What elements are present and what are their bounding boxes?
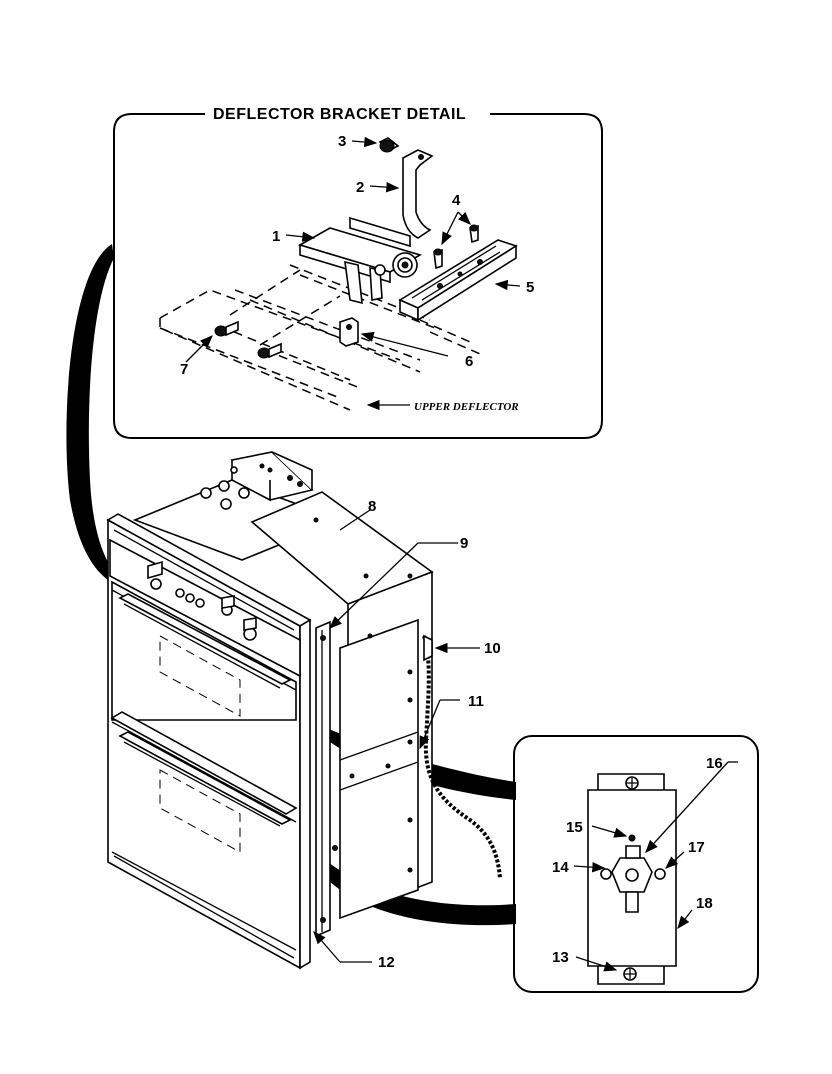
part-5-rail bbox=[398, 239, 518, 322]
callout-7: 7 bbox=[180, 361, 188, 378]
callout-17: 17 bbox=[688, 839, 705, 856]
callout-5: 5 bbox=[526, 279, 534, 296]
part-7-screws bbox=[214, 320, 282, 359]
switch-detail-box bbox=[513, 735, 759, 993]
callout-9: 9 bbox=[460, 535, 468, 552]
wall-oven-illustration bbox=[106, 451, 502, 970]
callout-15: 15 bbox=[566, 819, 583, 836]
callout-4: 4 bbox=[452, 192, 461, 209]
part-2-strap bbox=[402, 149, 434, 239]
part-6-clip bbox=[339, 317, 359, 347]
callout-2: 2 bbox=[356, 179, 364, 196]
callout-13: 13 bbox=[552, 949, 569, 966]
callout-1: 1 bbox=[272, 228, 280, 245]
part-4-screws bbox=[433, 224, 479, 270]
part-1-bracket bbox=[297, 216, 423, 305]
callout-6: 6 bbox=[465, 353, 473, 370]
part-3-screw bbox=[378, 137, 400, 153]
callout-8: 8 bbox=[368, 498, 376, 515]
deflector-bracket-detail-box: DEFLECTOR BRACKET DETAIL bbox=[113, 106, 603, 439]
upper-deflector-label: UPPER DEFLECTOR bbox=[414, 401, 519, 413]
callout-14: 14 bbox=[552, 859, 569, 876]
callout-16: 16 bbox=[706, 755, 723, 772]
callout-11: 11 bbox=[468, 693, 484, 710]
callout-3: 3 bbox=[338, 133, 346, 150]
callout-18: 18 bbox=[696, 895, 713, 912]
callout-10: 10 bbox=[484, 640, 501, 657]
callout-12: 12 bbox=[378, 954, 395, 971]
detail-box-title: DEFLECTOR BRACKET DETAIL bbox=[213, 106, 466, 123]
